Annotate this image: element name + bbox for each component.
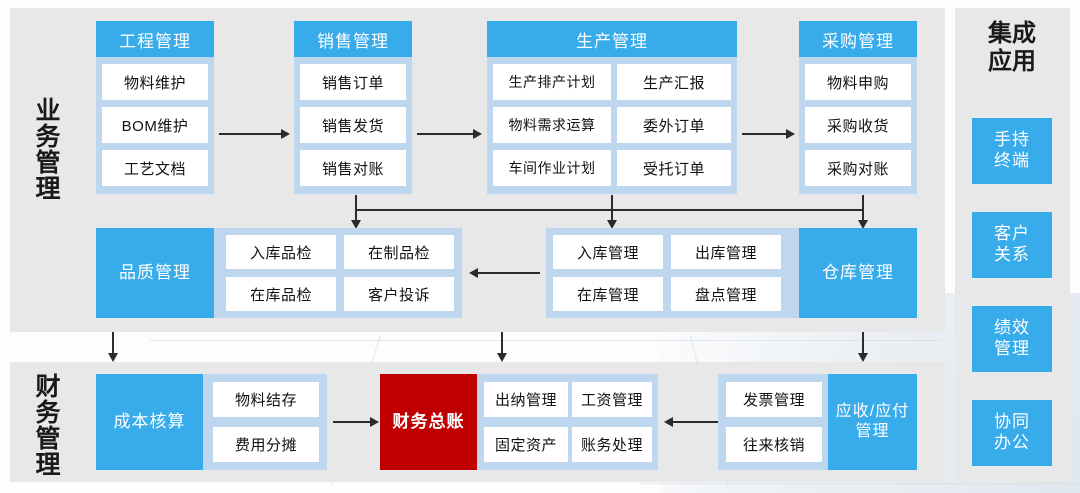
arrow-head-warehouse-to-quality [469,268,478,278]
cell-instock-inspection[interactable]: 在库品检 [226,277,336,311]
cell-bom-maintenance[interactable]: BOM维护 [102,107,208,143]
cell-wip-inspection[interactable]: 在制品检 [344,235,454,269]
bus-drop-quality [355,209,357,222]
cell-material-requirement-calc[interactable]: 物料需求运算 [493,107,611,143]
cell-inbound-inspection[interactable]: 入库品检 [226,235,336,269]
arrow-line-engineering-to-sales [219,133,281,135]
cell-expense-allocation[interactable]: 费用分摊 [213,427,319,462]
bus-drop-warehouse-right [862,209,864,222]
cell-purchase-receipt[interactable]: 采购收货 [805,107,911,143]
integration-button-handheld-terminal[interactable]: 手持终端 [972,118,1052,184]
integration-button-customer-relations[interactable]: 客户关系 [972,212,1052,278]
bus-stub-purchasing [862,195,864,210]
bus-stub-production [611,195,613,210]
arrow-head-sales-to-production [473,129,482,139]
bus-arrow-quality [351,220,361,229]
cell-sales-reconciliation[interactable]: 销售对账 [300,150,406,186]
cell-process-document[interactable]: 工艺文档 [102,150,208,186]
arrow-line-sales-to-production [417,133,473,135]
cell-accounting-processing[interactable]: 账务处理 [572,427,652,462]
integration-button-performance-management[interactable]: 绩效管理 [972,306,1052,372]
bus-stub-sales [355,195,357,210]
cell-payroll-management[interactable]: 工资管理 [572,382,652,417]
connector-quality-to-cost [112,332,114,355]
cell-material-maintenance[interactable]: 物料维护 [102,64,208,100]
group-ap-ar[interactable]: 发票管理 往来核销 应收/应付管理 [718,374,917,470]
cell-cashier-management[interactable]: 出纳管理 [484,382,568,417]
cell-outsourcing-order[interactable]: 委外订单 [617,107,731,143]
arrow-head-cost-to-ledger [370,417,379,427]
group-production[interactable]: 生产管理 生产排产计划 生产汇报 物料需求运算 委外订单 车间作业计划 受托订单 [487,21,737,194]
cell-sales-order[interactable]: 销售订单 [300,64,406,100]
background-line-2 [640,483,1080,484]
integration-panel-title: 集成应用 [988,20,1036,75]
group-general-ledger-header: 财务总账 [380,374,477,470]
group-ap-ar-header: 应收/应付管理 [828,374,917,470]
connector-mid-to-ledger [501,332,503,355]
group-sales-header: 销售管理 [294,21,412,57]
cell-inventory-count-management[interactable]: 盘点管理 [671,277,781,311]
arrow-line-cost-to-ledger [333,421,370,423]
group-purchasing-header: 采购管理 [799,21,917,57]
group-warehouse-header: 仓库管理 [799,228,917,318]
bus-arrow-warehouse-left [607,220,617,229]
group-quality[interactable]: 品质管理 入库品检 在制品检 在库品检 客户投诉 [96,228,462,318]
group-sales[interactable]: 销售管理 销售订单 销售发货 销售对账 [294,21,412,194]
arrow-line-warehouse-to-quality [478,272,540,274]
cell-production-report[interactable]: 生产汇报 [617,64,731,100]
arrow-line-production-to-purchasing [742,133,786,135]
finance-panel-title: 财务管理 [35,373,61,479]
background-line-1 [150,340,940,341]
group-general-ledger[interactable]: 财务总账 出纳管理 工资管理 固定资产 账务处理 [380,374,658,470]
cell-sales-delivery[interactable]: 销售发货 [300,107,406,143]
integration-button-collaborative-office[interactable]: 协同办公 [972,400,1052,466]
cell-customer-complaint[interactable]: 客户投诉 [344,277,454,311]
arrow-line-ap-ar-to-ledger [673,421,720,423]
cell-outbound-management[interactable]: 出库管理 [671,235,781,269]
cell-entrusted-order[interactable]: 受托订单 [617,150,731,186]
arrow-head-production-to-purchasing [786,129,795,139]
group-cost-accounting-header: 成本核算 [96,374,203,470]
bus-line-horizontal [355,209,863,211]
cell-material-balance[interactable]: 物料结存 [213,382,319,417]
group-warehouse[interactable]: 入库管理 出库管理 在库管理 盘点管理 仓库管理 [546,228,917,318]
cell-workshop-job-plan[interactable]: 车间作业计划 [493,150,611,186]
connector-warehouse-to-ap-ar [862,332,864,355]
group-production-header: 生产管理 [487,21,737,57]
group-quality-header: 品质管理 [96,228,214,318]
business-panel-title: 业务管理 [35,97,61,203]
connector-arrow-warehouse-to-ap-ar [858,353,868,362]
cell-purchase-reconciliation[interactable]: 采购对账 [805,150,911,186]
bus-arrow-warehouse-right [858,220,868,229]
arrow-head-engineering-to-sales [281,129,290,139]
cell-inbound-management[interactable]: 入库管理 [553,235,663,269]
connector-arrow-quality-to-cost [108,353,118,362]
cell-fixed-assets[interactable]: 固定资产 [484,427,568,462]
cell-settlement-writeoff[interactable]: 往来核销 [726,427,822,462]
group-cost-accounting[interactable]: 成本核算 物料结存 费用分摊 [96,374,327,470]
group-engineering-header: 工程管理 [96,21,214,57]
arrow-head-ap-ar-to-ledger [664,417,673,427]
cell-invoice-management[interactable]: 发票管理 [726,382,822,417]
bus-drop-warehouse-left [611,209,613,222]
group-purchasing[interactable]: 采购管理 物料申购 采购收货 采购对账 [799,21,917,194]
group-engineering[interactable]: 工程管理 物料维护 BOM维护 工艺文档 [96,21,214,194]
cell-material-requisition[interactable]: 物料申购 [805,64,911,100]
cell-production-schedule-plan[interactable]: 生产排产计划 [493,64,611,100]
connector-arrow-mid-to-ledger [497,353,507,362]
cell-instock-management[interactable]: 在库管理 [553,277,663,311]
